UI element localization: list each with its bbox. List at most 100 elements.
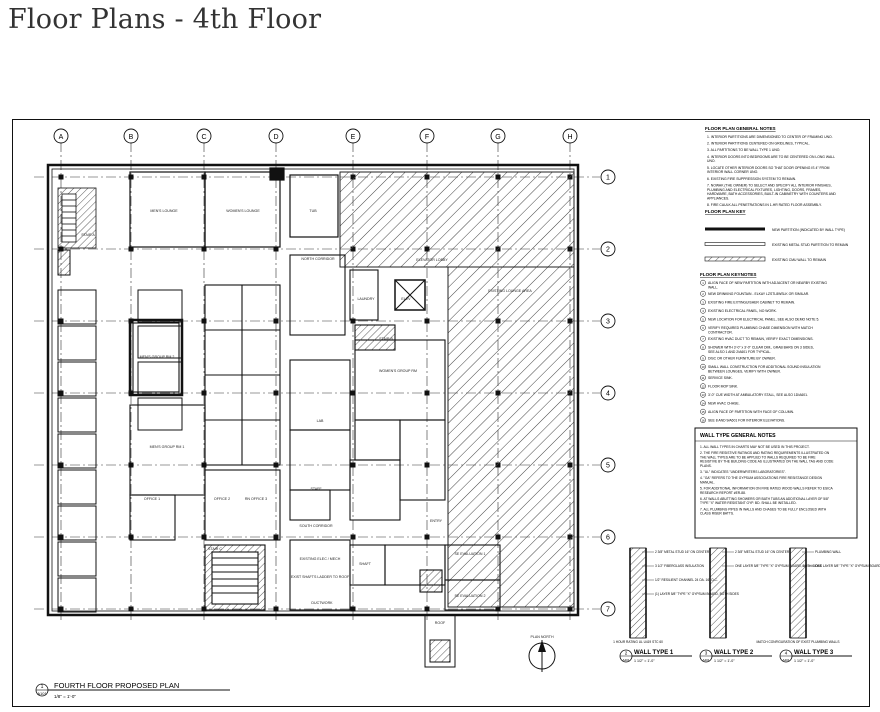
column-post: [201, 318, 207, 324]
wall-type-note: 3 1/2" FIBERGLASS INSULATION: [655, 564, 705, 568]
column-post: [201, 462, 207, 468]
keynote-number: 12: [701, 385, 705, 389]
grid-bubble-row: [600, 601, 616, 617]
grid-row-label: 7: [606, 607, 610, 614]
wall-type-label: WALL TYPE 3: [794, 650, 834, 656]
wall-section: [629, 547, 647, 639]
grid-bubble-col: [53, 128, 69, 144]
grid-row-label: 6: [606, 535, 610, 542]
bedroom-left: [57, 325, 97, 361]
wall-note-line: THE WALL TYPES ARE TO BE APPLIED TO WALL…: [700, 455, 816, 459]
note-line: FLOOR MOP SINK.: [708, 385, 738, 389]
keynote-number: 4: [702, 309, 704, 313]
room-label-se-eval2: SE EVALUATION 2: [454, 594, 485, 598]
grid-col-label: A: [59, 134, 64, 141]
room-label-existing-elec: EXISTING ELEC / MECH: [300, 557, 341, 561]
bedroom-left: [57, 397, 97, 433]
keynote-bubble: [700, 335, 706, 342]
wall-type-label: WALL TYPE 1: [634, 650, 674, 656]
wall-type-notes-box: [694, 427, 858, 539]
note-line: 8. FIRE CAULK ALL PENETRATIONS IN 1-HR R…: [707, 203, 822, 207]
note-line: EXISTING ELECTRICAL PANEL, NO WORK.: [708, 309, 777, 313]
stair-a: [57, 187, 97, 249]
keynote-bubble: [700, 307, 706, 314]
note-line: CONTRACTOR.: [708, 330, 733, 334]
grid-bubble-col: [562, 128, 578, 144]
grid-bubble-col: [419, 128, 435, 144]
note-line: 7. NOWAK (THE OWNER) TO SELECT AND SPECI…: [707, 183, 832, 187]
north-arrow: [528, 640, 556, 672]
keynote-bubble: [700, 400, 706, 407]
wall-note-line: RESISTIVE BY THE BUILDING CODE AS ILLUST…: [700, 460, 834, 464]
note-line: NEW DRINKING FOUNTAIN - ELKAY LZSTL8WSLK…: [708, 292, 809, 296]
note-line: NEW LOCATION FOR ELECTRICAL PANEL, SEE A…: [708, 318, 819, 322]
column-post: [273, 318, 279, 324]
grid-bubble-col: [196, 128, 212, 144]
wall-type-notes-title: WALL TYPE GENERAL NOTES: [700, 433, 776, 439]
drawing-sheet: [12, 119, 870, 707]
keynote-bubble: [700, 316, 706, 323]
bottom-rooms: [204, 539, 501, 611]
room-label-elev: ELEV: [401, 297, 411, 301]
grid-row-label: 3: [606, 319, 610, 326]
bedroom-left: [57, 541, 97, 577]
keynote-number: 14: [701, 402, 705, 406]
bedroom-left: [57, 505, 97, 541]
bedroom-left: [57, 469, 97, 505]
column-post: [58, 318, 64, 324]
key-label: NEW PARTITION (INDICATED BY WALL TYPE): [772, 228, 845, 232]
wall-type-sheet: A401: [702, 658, 709, 662]
note-line: 3. ALL PARTITIONS TO BE WALL TYPE 1 UNO.: [707, 148, 780, 152]
wall-section: [709, 547, 727, 639]
column-post: [58, 534, 64, 540]
note-line: 2. INTERIOR PARTITIONS CENTERED ON GRIDL…: [707, 142, 810, 146]
grid-bubble-col: [345, 128, 361, 144]
column-post: [58, 462, 64, 468]
key-swatch-new: [705, 227, 765, 231]
note-line: INTERIOR WALL CORNER UNO.: [707, 170, 758, 174]
center-rooms: [128, 254, 446, 541]
keynote-number: 11: [702, 376, 705, 380]
wall-type-sheet: A401: [782, 658, 789, 662]
wall-type-number: 4: [785, 651, 788, 656]
keynote-number: 7: [702, 337, 704, 341]
keynote-number: 1: [702, 281, 704, 285]
grid-col-label: B: [129, 134, 134, 141]
grid-bubble-col: [123, 128, 139, 144]
column-post: [273, 534, 279, 540]
room-label-elevator-lobby: ELEVATOR LOBBY: [416, 258, 448, 262]
wall-type-note: 2 3/8" METAL STUD 16" ON CENTER: [655, 550, 710, 554]
room-label-office1: OFFICE 1: [144, 497, 160, 501]
note-line: 4. INTERIOR DOORS INTO BEDROOMS ARE TO B…: [707, 155, 835, 159]
grid-bubble-col: [268, 128, 284, 144]
note-line: WALL.: [708, 285, 718, 289]
wall-type-number: 2: [625, 651, 628, 656]
column-post: [128, 462, 134, 468]
note-line: NEW HVAC CHASE.: [708, 402, 740, 406]
note-line: SEE 8 AND 9/A601 FOR INTERIOR ELEVATIONS…: [708, 419, 785, 423]
grid-bubble-row: [600, 385, 616, 401]
wall-type-note: PLUMBING WALL: [815, 550, 841, 554]
wall-note-line: CLASS RISER BATTS.: [700, 512, 734, 516]
wall-type-scale: 1 1/2" = 1'-0": [714, 659, 735, 663]
keynote-bubble: [700, 391, 706, 398]
wall-type-rating: MATCH CONFIGURATION OF EXIST PLUMBING WA…: [757, 640, 840, 644]
column-post: [424, 534, 430, 540]
column-post: [567, 606, 573, 612]
keynote-bubble: [700, 408, 706, 415]
column-post: [128, 606, 134, 612]
plan-title-scale: 1/8" = 1'-0": [54, 694, 76, 699]
grid-col-label: G: [495, 134, 500, 141]
room-label-exist-shafts: EXIST SHAFTS LADDER TO ROOF: [291, 575, 350, 579]
note-line: EXISTING HVAC DUCT TO REMAIN, VERIFY EXA…: [708, 337, 814, 341]
room-label-stair-b: STAIR B: [379, 337, 393, 341]
page-title: Floor Plans - 4th Floor: [8, 4, 322, 35]
column-post: [273, 246, 279, 252]
wall-section: [789, 547, 807, 639]
note-line: APPLIANCES.: [707, 197, 729, 201]
grid-col-label: D: [273, 134, 278, 141]
grid-col-label: F: [425, 134, 429, 141]
wall-type-note: (1) LAYER 5/8" TYPE "X" GYPSUM BOARD, BO…: [655, 592, 739, 596]
note-line: SERVICE SINK.: [708, 376, 733, 380]
